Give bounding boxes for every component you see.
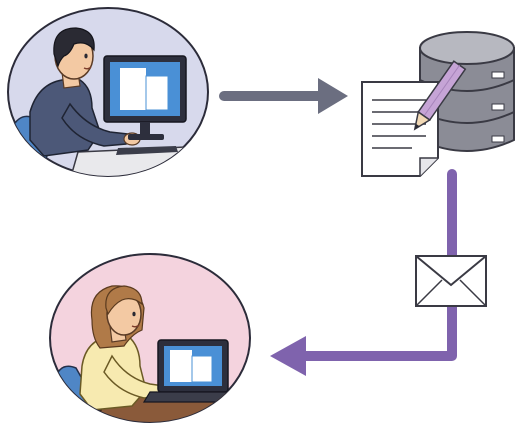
database-with-document-and-pencil-icon xyxy=(361,31,515,177)
woman-at-laptop-icon xyxy=(49,253,251,423)
pencil-icon xyxy=(413,60,467,131)
send-arrow xyxy=(270,169,457,376)
man-at-desktop-computer-icon xyxy=(7,7,209,177)
envelope-icon xyxy=(415,255,487,307)
submit-arrow xyxy=(219,78,348,114)
document-icon xyxy=(361,81,439,177)
database-cylinder xyxy=(419,31,515,152)
